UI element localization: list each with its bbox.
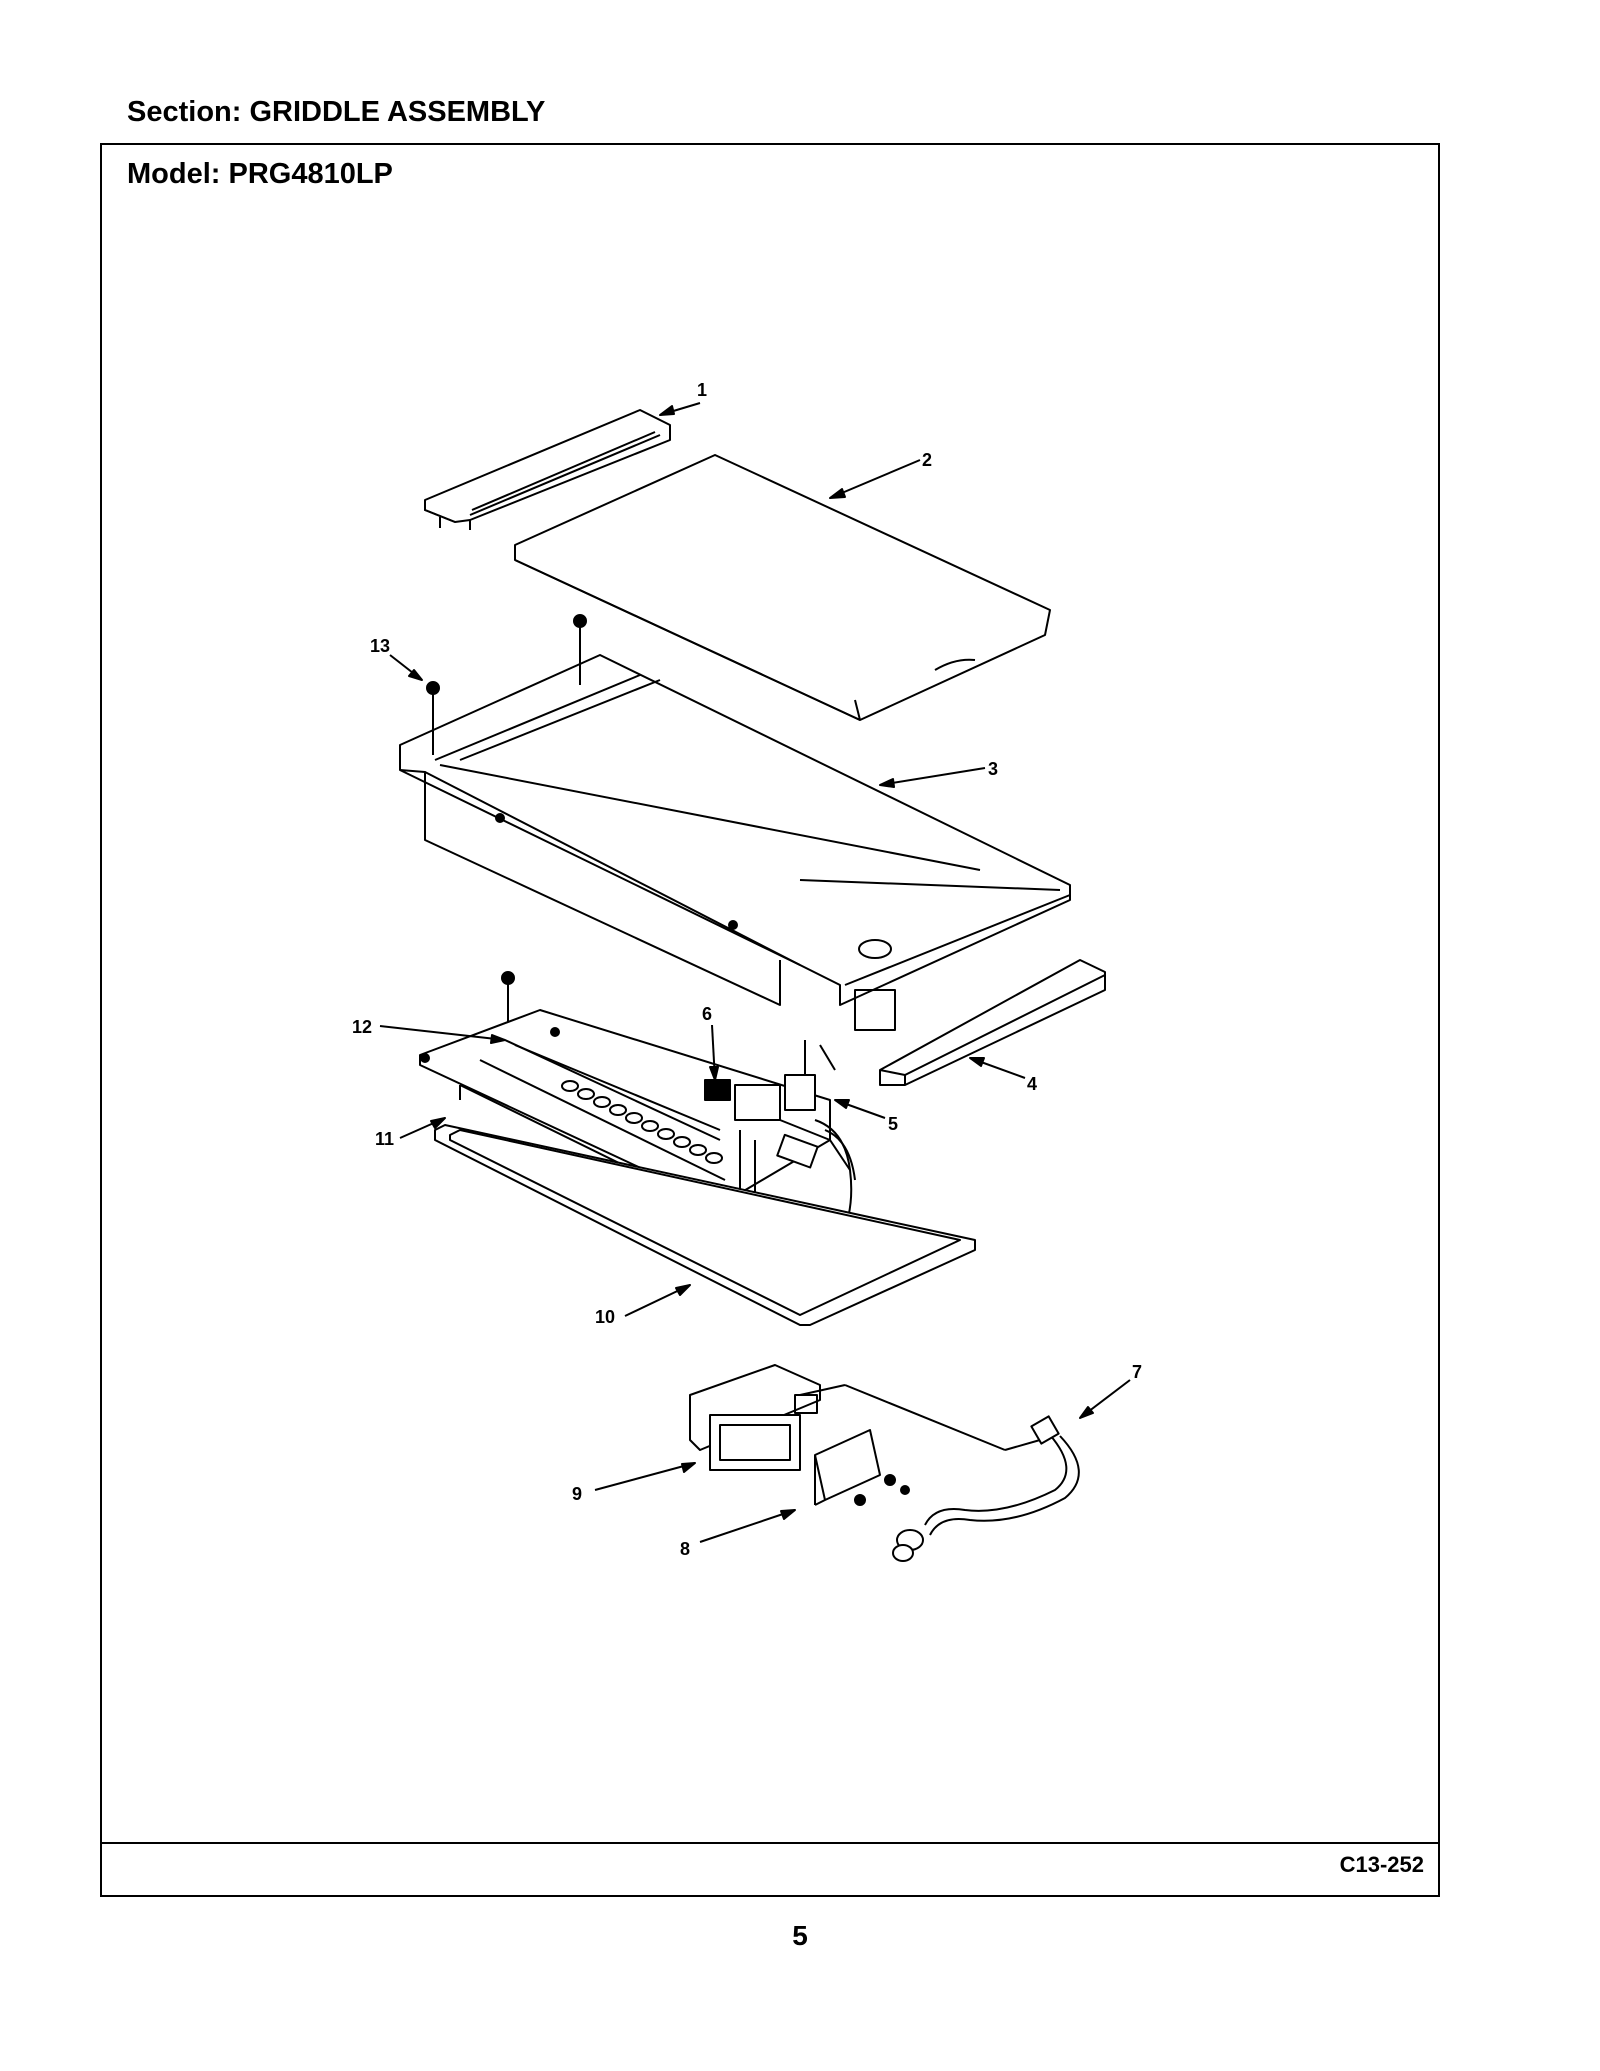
part-4-front-trim: [879, 959, 1106, 1086]
callout-3: 3: [988, 759, 998, 779]
part-8-bracket: [814, 1429, 924, 1562]
part-10-bottom-panel: [434, 1124, 976, 1326]
callout-5: 5: [888, 1114, 898, 1134]
part-2-cover: [514, 454, 1051, 721]
callout-10: 10: [595, 1307, 615, 1327]
arrowhead-13: [408, 669, 423, 681]
callout-2: 2: [922, 450, 932, 470]
page-number: 5: [792, 1920, 808, 1951]
arrowhead-11: [430, 1117, 446, 1129]
callouts: 1 2 3 4 5 6 7 8 9 10 11 12 13: [352, 380, 1142, 1559]
arrowhead-9: [681, 1462, 696, 1473]
diagram-frame: [100, 143, 1440, 1897]
leader-12: [379, 1025, 506, 1041]
leader-3: [879, 767, 986, 786]
callout-9: 9: [572, 1484, 582, 1504]
part-3-griddle-body: [399, 654, 1071, 1031]
section-title: Section: GRIDDLE ASSEMBLY: [127, 96, 546, 128]
callout-11: 11: [375, 1129, 394, 1149]
leader-8: [699, 1509, 796, 1543]
arrowhead-3: [879, 778, 895, 788]
part-7-gas-tube: [924, 1415, 1080, 1536]
drawing-code: C13-252: [1339, 1852, 1424, 1877]
callout-1: 1: [697, 380, 707, 400]
arrowhead-12: [490, 1034, 506, 1044]
part-9-valve: [689, 1364, 1041, 1471]
callout-4: 4: [1027, 1074, 1037, 1094]
model-title: Model: PRG4810LP: [127, 158, 393, 190]
callout-12: 12: [352, 1017, 372, 1037]
arrowhead-5: [834, 1099, 850, 1109]
callout-13: 13: [370, 636, 390, 656]
callout-7: 7: [1132, 1362, 1142, 1382]
burner-ports: [561, 1080, 723, 1164]
leader-2: [829, 459, 921, 499]
arrowhead-8: [780, 1509, 796, 1520]
leader-9: [594, 1462, 696, 1491]
callout-8: 8: [680, 1539, 690, 1559]
part-1-back-trim: [424, 409, 671, 530]
callout-6: 6: [702, 1004, 712, 1024]
footer-divider: [100, 1842, 1440, 1844]
arrowhead-10: [675, 1284, 691, 1296]
part-13-screws: [426, 614, 587, 1030]
arrowhead-1: [659, 405, 675, 416]
arrowhead-6: [709, 1066, 719, 1081]
arrowhead-2: [829, 488, 846, 499]
arrowhead-4: [969, 1057, 985, 1067]
arrowhead-7: [1079, 1406, 1094, 1419]
